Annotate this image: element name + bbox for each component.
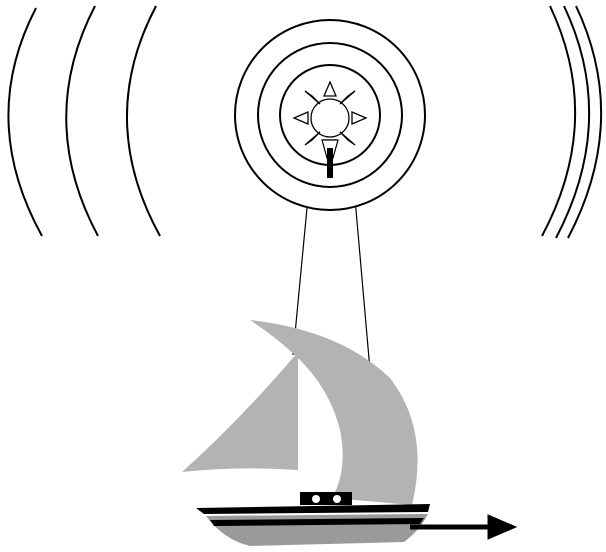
boat-deck [196, 504, 430, 514]
boat-cabin [300, 492, 352, 505]
wave-arc-right-3 [568, 6, 601, 238]
beam-right-line [354, 187, 370, 370]
wave-arcs-right [542, 6, 601, 238]
wave-arc-left-1 [8, 8, 42, 236]
arrow-right-icon [410, 515, 516, 539]
sailboat-icon [182, 320, 430, 546]
wave-arc-left-2 [66, 6, 98, 236]
porthole-left [312, 495, 320, 503]
arrow-head [488, 515, 516, 539]
wave-arcs-left [8, 6, 160, 236]
porthole-right [333, 495, 341, 503]
wave-arc-left-3 [127, 6, 160, 236]
sun-core [311, 99, 349, 137]
beacon-stem-post [327, 148, 333, 178]
wave-arc-right-1 [542, 6, 575, 236]
sail-jib [182, 352, 298, 472]
